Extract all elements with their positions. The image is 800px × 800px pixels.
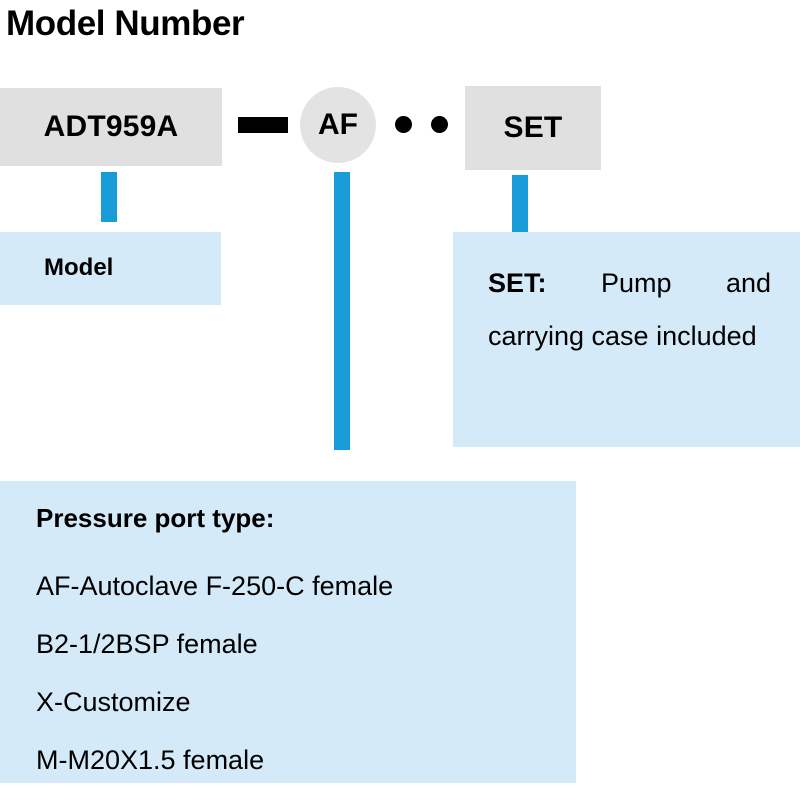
- list-item: M-M20X1.5 female: [36, 745, 265, 775]
- callout-set-text: SET: Pump and carrying case included: [488, 257, 771, 363]
- code-segment-port: AF: [300, 87, 376, 163]
- callout-pressure-port-title: Pressure port type:: [36, 503, 275, 533]
- list-item: B2-1/2BSP female: [36, 629, 258, 659]
- code-segment-set: SET: [465, 86, 601, 170]
- callout-model-label: Model: [44, 254, 114, 281]
- connector-model: [101, 172, 117, 222]
- connector-set: [512, 175, 528, 232]
- callout-set: SET: Pump and carrying case included: [453, 232, 800, 447]
- callout-pressure-port-options: AF-Autoclave F-250-C female B2-1/2BSP fe…: [36, 557, 393, 789]
- page-title: Model Number: [6, 4, 245, 43]
- code-segment-model-label: ADT959A: [43, 110, 179, 143]
- placeholder-dot-2-icon: [431, 116, 448, 133]
- list-item: AF-Autoclave F-250-C female: [36, 571, 394, 601]
- code-segment-set-label: SET: [503, 111, 563, 144]
- callout-set-description: Pump and carrying case included: [488, 268, 771, 351]
- list-item: X-Customize: [36, 687, 191, 717]
- callout-model: Model: [0, 232, 221, 305]
- connector-port: [334, 172, 350, 450]
- code-segment-port-label: AF: [318, 108, 358, 141]
- code-segment-model: ADT959A: [0, 88, 222, 166]
- placeholder-dot-1-icon: [395, 116, 412, 133]
- callout-set-prefix: SET:: [488, 268, 547, 298]
- dash-separator-icon: [238, 117, 288, 133]
- callout-pressure-port: Pressure port type: AF-Autoclave F-250-C…: [0, 481, 576, 783]
